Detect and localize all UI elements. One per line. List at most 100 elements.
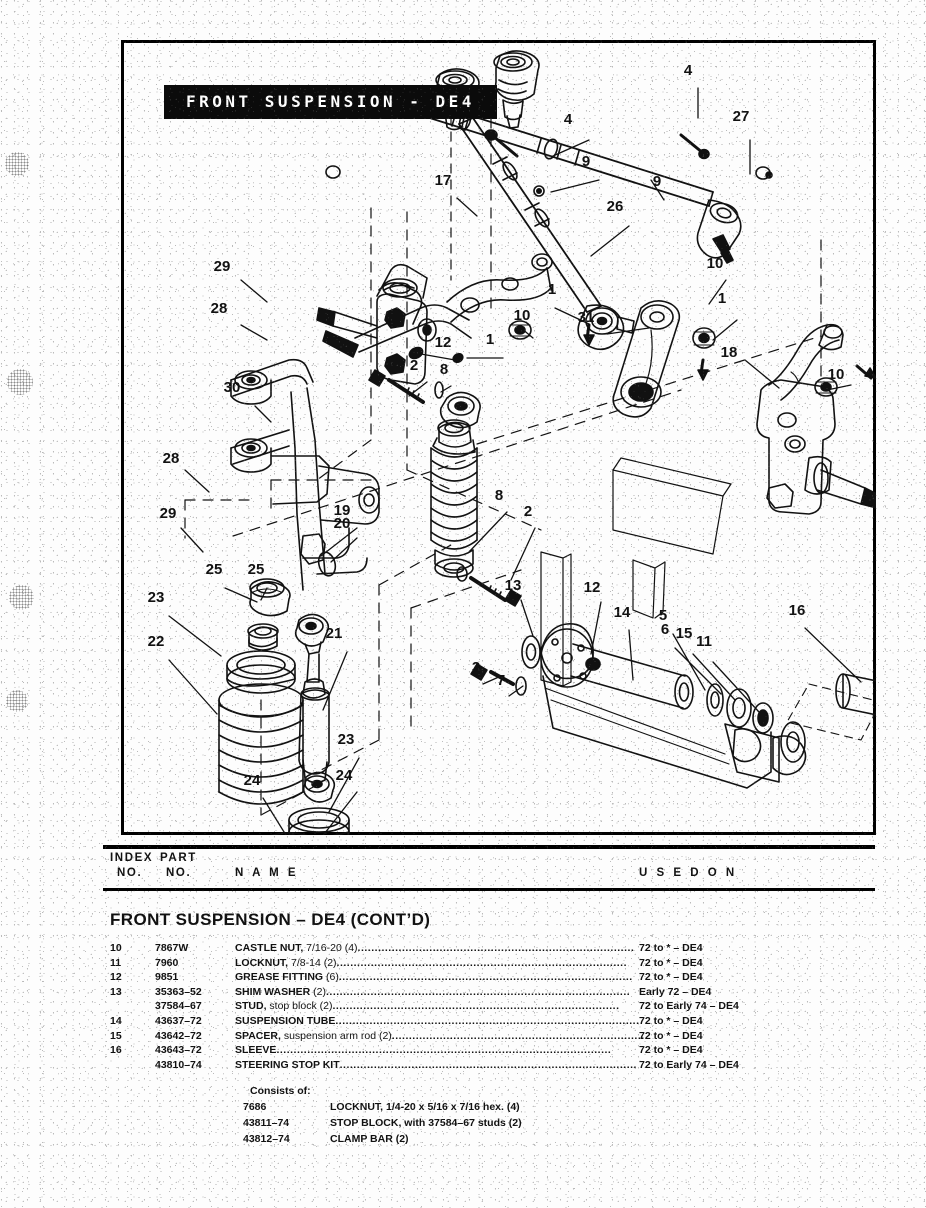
dot-leader: ........................................… bbox=[339, 1058, 637, 1071]
consists-of-block: Consists of: 7686 LOCKNUT, 1/4-20 x 5/16 x… bbox=[0, 1085, 926, 1149]
consists-of-part-number: 7686 bbox=[243, 1101, 267, 1113]
part-number: 43643–72 bbox=[155, 1044, 202, 1057]
callout-number: 1 bbox=[718, 290, 726, 307]
callout-number: 29 bbox=[160, 505, 177, 522]
callout-number: 18 bbox=[721, 344, 738, 361]
callout-number: 23 bbox=[338, 731, 355, 748]
callout-number: 7 bbox=[497, 672, 505, 689]
part-number: 43810–74 bbox=[155, 1058, 202, 1071]
header-used-on: U S E D O N bbox=[639, 867, 738, 879]
scan-speck-artifact bbox=[7, 369, 33, 395]
scan-speck-artifact bbox=[5, 152, 29, 176]
callout-number: 3 bbox=[472, 659, 480, 676]
diagram-frame bbox=[121, 40, 876, 835]
header-part-no-line2: NO. bbox=[166, 867, 192, 879]
part-index-no: 16 bbox=[110, 1044, 122, 1057]
callout-number: 29 bbox=[214, 258, 231, 275]
header-part-no-line1: PART bbox=[160, 852, 197, 864]
part-name: SPACER, suspension arm rod (2) .........… bbox=[235, 1029, 645, 1042]
dot-leader: ........................................… bbox=[335, 1014, 640, 1027]
part-name: STEERING STOP KIT ......................… bbox=[235, 1058, 637, 1071]
dot-leader: ........................................… bbox=[276, 1044, 612, 1057]
callout-number: 10 bbox=[707, 255, 724, 272]
callout-number: 8 bbox=[440, 361, 448, 378]
used-on-value: 72 to * – DE4 bbox=[639, 1029, 703, 1042]
dot-leader: ........................................… bbox=[357, 942, 635, 954]
scan-speck-artifact bbox=[9, 585, 34, 610]
callout-number: 23 bbox=[148, 589, 165, 606]
callout-number: 16 bbox=[789, 602, 806, 619]
callout-number: 27 bbox=[733, 108, 750, 125]
callout-number: 28 bbox=[163, 450, 180, 467]
callout-number: 24 bbox=[336, 767, 353, 784]
callout-number: 28 bbox=[211, 300, 228, 317]
consists-of-part-name: STOP BLOCK, with 37584–67 studs (2) bbox=[330, 1117, 522, 1129]
dot-leader: ........................................… bbox=[391, 1029, 645, 1042]
part-index-no: 12 bbox=[110, 971, 122, 984]
callout-number: 10 bbox=[828, 366, 845, 383]
callout-number: 14 bbox=[614, 604, 631, 621]
part-name: CASTLE NUT, 7/16-20 (4) ................… bbox=[235, 942, 635, 954]
callout-number: 21 bbox=[326, 625, 343, 642]
callout-number: 5 bbox=[659, 607, 667, 624]
callout-number: 9 bbox=[582, 153, 590, 170]
part-number: 9851 bbox=[155, 971, 179, 984]
scan-speck-artifact bbox=[6, 690, 28, 712]
consists-of-part-name: LOCKNUT, 1/4-20 x 5/16 x 7/16 hex. (4) bbox=[330, 1101, 520, 1113]
callout-number: 11 bbox=[696, 633, 712, 650]
header-index-no-line2: NO. bbox=[117, 867, 143, 879]
dot-leader: ........................................… bbox=[326, 985, 631, 998]
part-index-no: 11 bbox=[110, 956, 122, 969]
callout-number: 2 bbox=[524, 503, 532, 520]
callout-number: 15 bbox=[676, 625, 693, 642]
callout-number: 31 bbox=[578, 309, 595, 326]
callout-number: 24 bbox=[244, 772, 261, 789]
part-row: 12 9851 GREASE FITTING (6) ...............… bbox=[0, 971, 926, 986]
used-on-value: Early 72 – DE4 bbox=[639, 985, 712, 998]
table-top-rule bbox=[103, 845, 875, 849]
callout-number: 12 bbox=[435, 334, 452, 351]
consists-of-part-number: 43812–74 bbox=[243, 1133, 290, 1145]
part-name: SHIM WASHER (2) ........................… bbox=[235, 985, 631, 998]
part-index-no: 14 bbox=[110, 1014, 122, 1027]
diagram-title-block: FRONT SUSPENSION - DE4 bbox=[164, 85, 497, 119]
table-header: INDEX PART NO. NO. N A M E U S E D O N bbox=[0, 852, 926, 888]
callout-number: 26 bbox=[607, 198, 624, 215]
dot-leader: ........................................… bbox=[332, 1000, 620, 1013]
part-number: 37584–67 bbox=[155, 1000, 202, 1013]
callout-number: 2 bbox=[410, 357, 418, 374]
used-on-value: 72 to Early 74 – DE4 bbox=[639, 1058, 739, 1071]
part-index-no: 15 bbox=[110, 1029, 122, 1042]
header-name: N A M E bbox=[235, 867, 299, 879]
callout-number: 1 bbox=[548, 281, 556, 298]
consists-of-label-row: Consists of: bbox=[0, 1085, 926, 1101]
part-index-no: 10 bbox=[110, 942, 122, 954]
callout-number: 10 bbox=[514, 307, 531, 324]
header-index-no-line1: INDEX bbox=[110, 852, 154, 864]
callout-number: 25 bbox=[248, 561, 265, 578]
callout-number: 19 bbox=[334, 502, 351, 519]
callout-number: 4 bbox=[564, 111, 573, 128]
callout-number: 30 bbox=[224, 379, 241, 396]
callout-number: 17 bbox=[435, 172, 452, 189]
callout-number: 20 bbox=[334, 515, 351, 532]
callout-number: 13 bbox=[505, 577, 522, 594]
consists-of-row: 7686 LOCKNUT, 1/4-20 x 5/16 x 7/16 hex. (… bbox=[0, 1101, 926, 1117]
part-name: SUSPENSION TUBE ........................… bbox=[235, 1014, 640, 1027]
part-number: 43637–72 bbox=[155, 1014, 202, 1027]
callout-number: 12 bbox=[584, 579, 601, 596]
part-number: 35363–52 bbox=[155, 985, 202, 998]
consists-of-label: Consists of: bbox=[250, 1085, 311, 1097]
used-on-value: 72 to * – DE4 bbox=[639, 1044, 703, 1057]
part-name: GREASE FITTING (6) .....................… bbox=[235, 971, 633, 984]
dot-leader: ........................................… bbox=[338, 971, 633, 984]
consists-of-part-number: 43811–74 bbox=[243, 1117, 290, 1129]
table-header-rule bbox=[103, 888, 875, 891]
